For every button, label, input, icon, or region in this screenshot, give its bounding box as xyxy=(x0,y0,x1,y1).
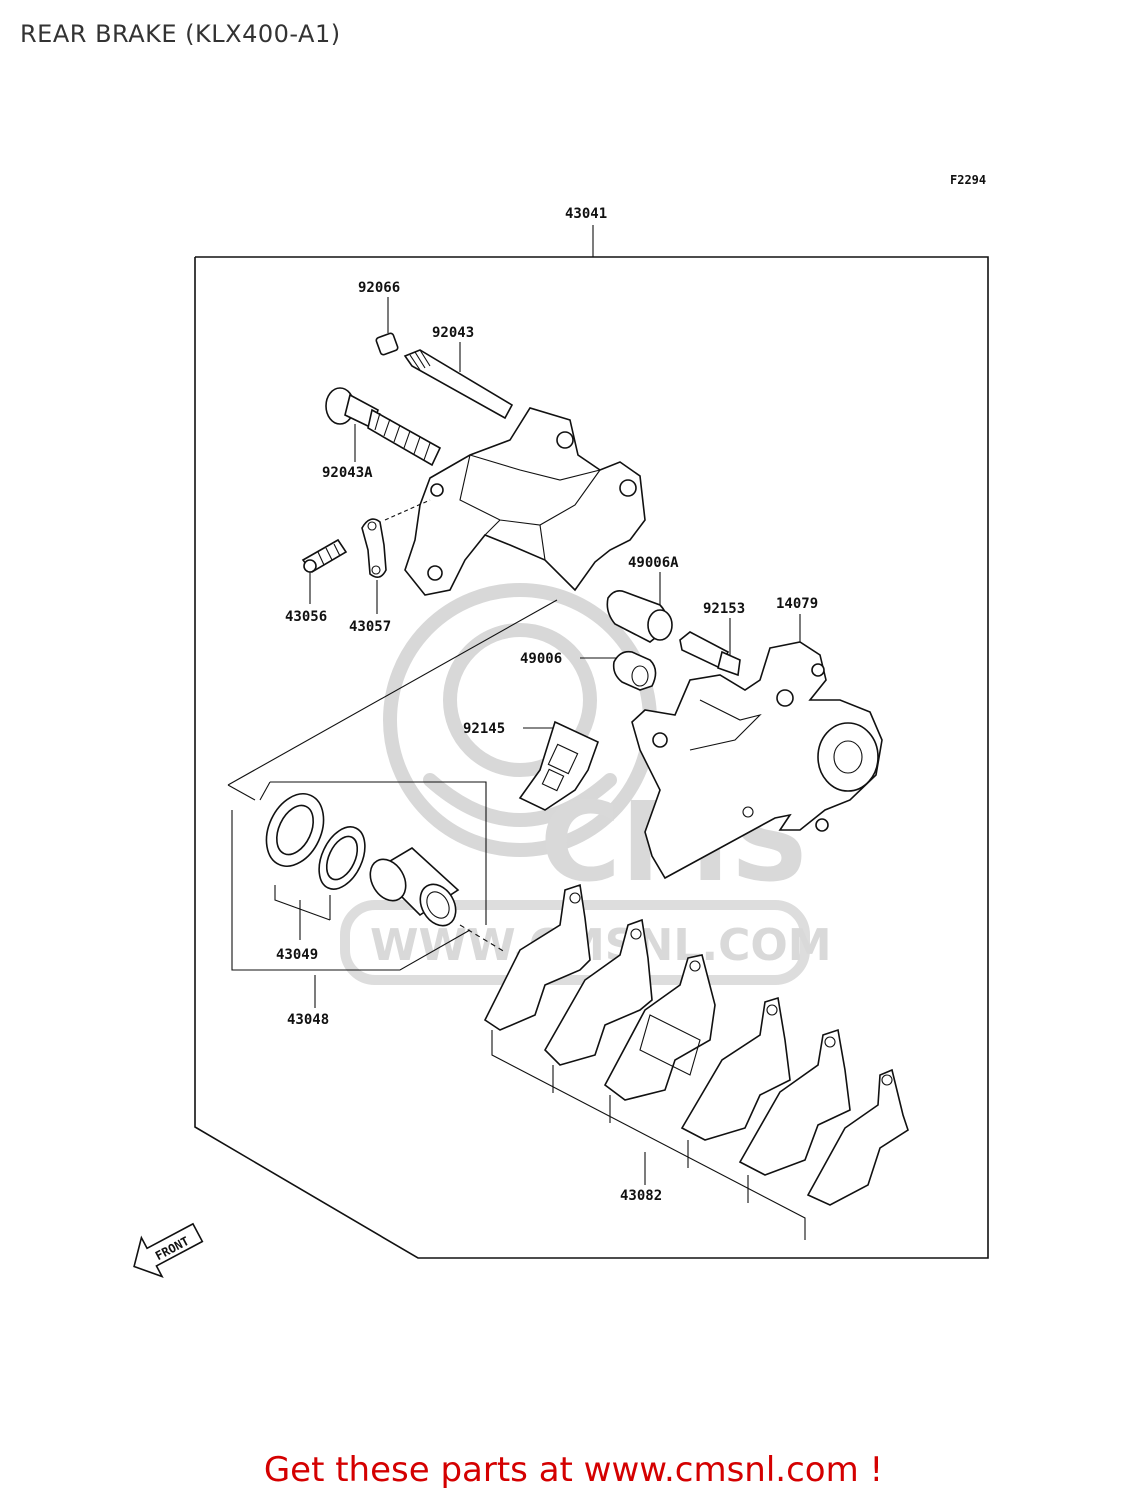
parts-diagram: CMS WWW.CMSNL.COM F2294 43041 92066 9204… xyxy=(133,173,989,1278)
front-direction-arrow: FRONT xyxy=(133,1222,204,1278)
part-14079-bracket xyxy=(631,641,883,880)
part-43082-pads xyxy=(483,883,909,1240)
callout-49006: 49006 xyxy=(520,651,562,667)
part-43056-bleeder xyxy=(301,538,348,574)
part-92066-cap xyxy=(375,332,399,356)
part-caliper-body xyxy=(404,407,646,596)
callout-43048: 43048 xyxy=(287,1012,329,1028)
part-92153-bolt xyxy=(679,631,741,677)
part-43057-clip xyxy=(361,518,387,578)
callout-43057: 43057 xyxy=(349,619,391,635)
callout-43049: 43049 xyxy=(276,947,318,963)
part-43049-seals xyxy=(265,793,366,921)
callout-14079: 14079 xyxy=(776,596,818,612)
callout-92043: 92043 xyxy=(432,325,474,341)
page-title: REAR BRAKE (KLX400-A1) xyxy=(20,20,341,48)
part-92043a-bolt xyxy=(325,387,442,467)
callout-92066: 92066 xyxy=(358,280,400,296)
part-49006-boot xyxy=(612,650,657,691)
callout-43082: 43082 xyxy=(620,1188,662,1204)
part-49006a-boot xyxy=(606,590,673,643)
callout-92145: 92145 xyxy=(463,721,505,737)
part-92043-pin xyxy=(403,349,514,420)
assembly-outline xyxy=(194,256,989,1259)
callout-43041: 43041 xyxy=(565,206,607,222)
promo-link[interactable]: Get these parts at www.cmsnl.com ! xyxy=(263,1450,884,1490)
watermark-url: WWW.CMSNL.COM xyxy=(370,920,832,971)
callout-92153: 92153 xyxy=(703,601,745,617)
callout-49006a: 49006A xyxy=(628,555,679,571)
callout-92043a: 92043A xyxy=(322,465,373,481)
part-43048-piston xyxy=(369,847,506,953)
part-92145-spring xyxy=(518,720,599,811)
figure-code: F2294 xyxy=(950,173,986,187)
callout-43056: 43056 xyxy=(285,609,327,625)
piston-group-outline xyxy=(227,599,558,971)
watermark-logo: CMS WWW.CMSNL.COM xyxy=(340,583,832,985)
